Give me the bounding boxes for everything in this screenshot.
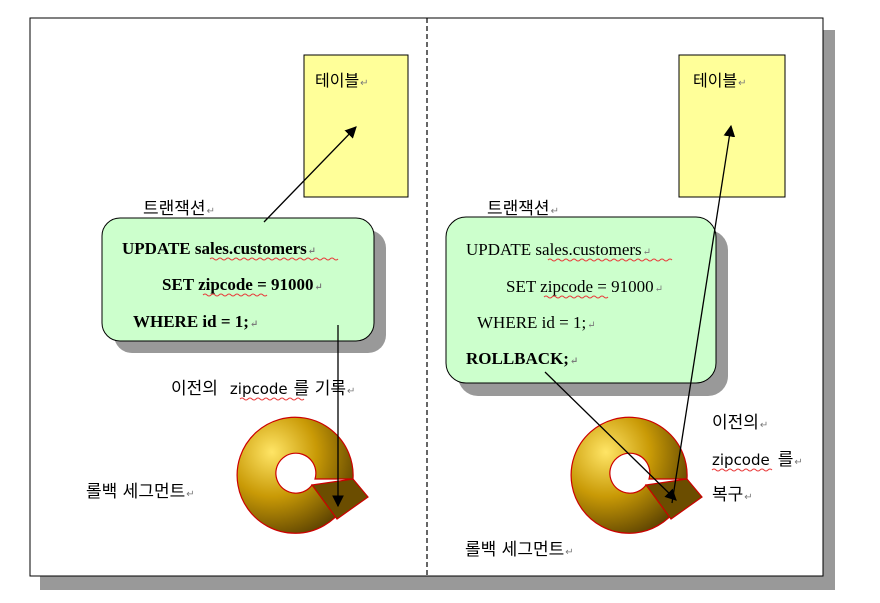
- left-transaction-box: [101, 217, 375, 342]
- left-transaction-label: 트랜잭션↵: [143, 199, 215, 219]
- right-sql-line-1: UPDATE sales.customers↵: [466, 240, 651, 259]
- left-panel: 테이블↵ 트랜잭션↵ UPDATE sales.customers↵ SET z…: [86, 54, 409, 534]
- left-segment-label: 롤백 세그먼트↵: [86, 482, 195, 502]
- left-table-box: [303, 54, 409, 198]
- left-table-label: 테이블↵: [315, 71, 369, 90]
- right-spellcheck-underline-1: [547, 258, 673, 262]
- left-arrow-to-table: [263, 126, 357, 223]
- right-transaction-box: [445, 216, 717, 384]
- right-transaction-label: 트랜잭션↵: [487, 199, 559, 219]
- right-panel: 테이블↵ 트랜잭션↵ UPDATE sales.customers↵ SET z…: [445, 54, 803, 560]
- left-spellcheck-underline-3: [239, 397, 305, 401]
- right-segment-label: 롤백 세그먼트↵: [465, 540, 574, 560]
- right-spellcheck-underline-3: [711, 468, 773, 472]
- left-spellcheck-underline-1: [209, 257, 339, 261]
- left-sql-line-3: WHERE id = 1;↵: [133, 312, 258, 331]
- left-sql-line-1: UPDATE sales.customers↵: [122, 239, 316, 258]
- right-table-label: 테이블↵: [693, 71, 747, 90]
- right-sql-line-2: SET zipcode = 91000↵: [506, 277, 663, 296]
- left-sql-line-2: SET zipcode = 91000↵: [162, 275, 323, 294]
- right-arrow-segment-to-table: [671, 124, 736, 504]
- left-spellcheck-underline-2: [202, 293, 268, 297]
- right-arrow-rollback-to-segment: [544, 371, 677, 501]
- right-spellcheck-underline-2: [543, 295, 609, 299]
- right-restore-line-1: 이전의↵: [712, 413, 768, 433]
- right-restore-line-3: 복구↵: [712, 485, 753, 505]
- right-sql-line-4: ROLLBACK;↵: [466, 349, 578, 368]
- right-sql-line-3: WHERE id = 1;↵: [477, 313, 596, 332]
